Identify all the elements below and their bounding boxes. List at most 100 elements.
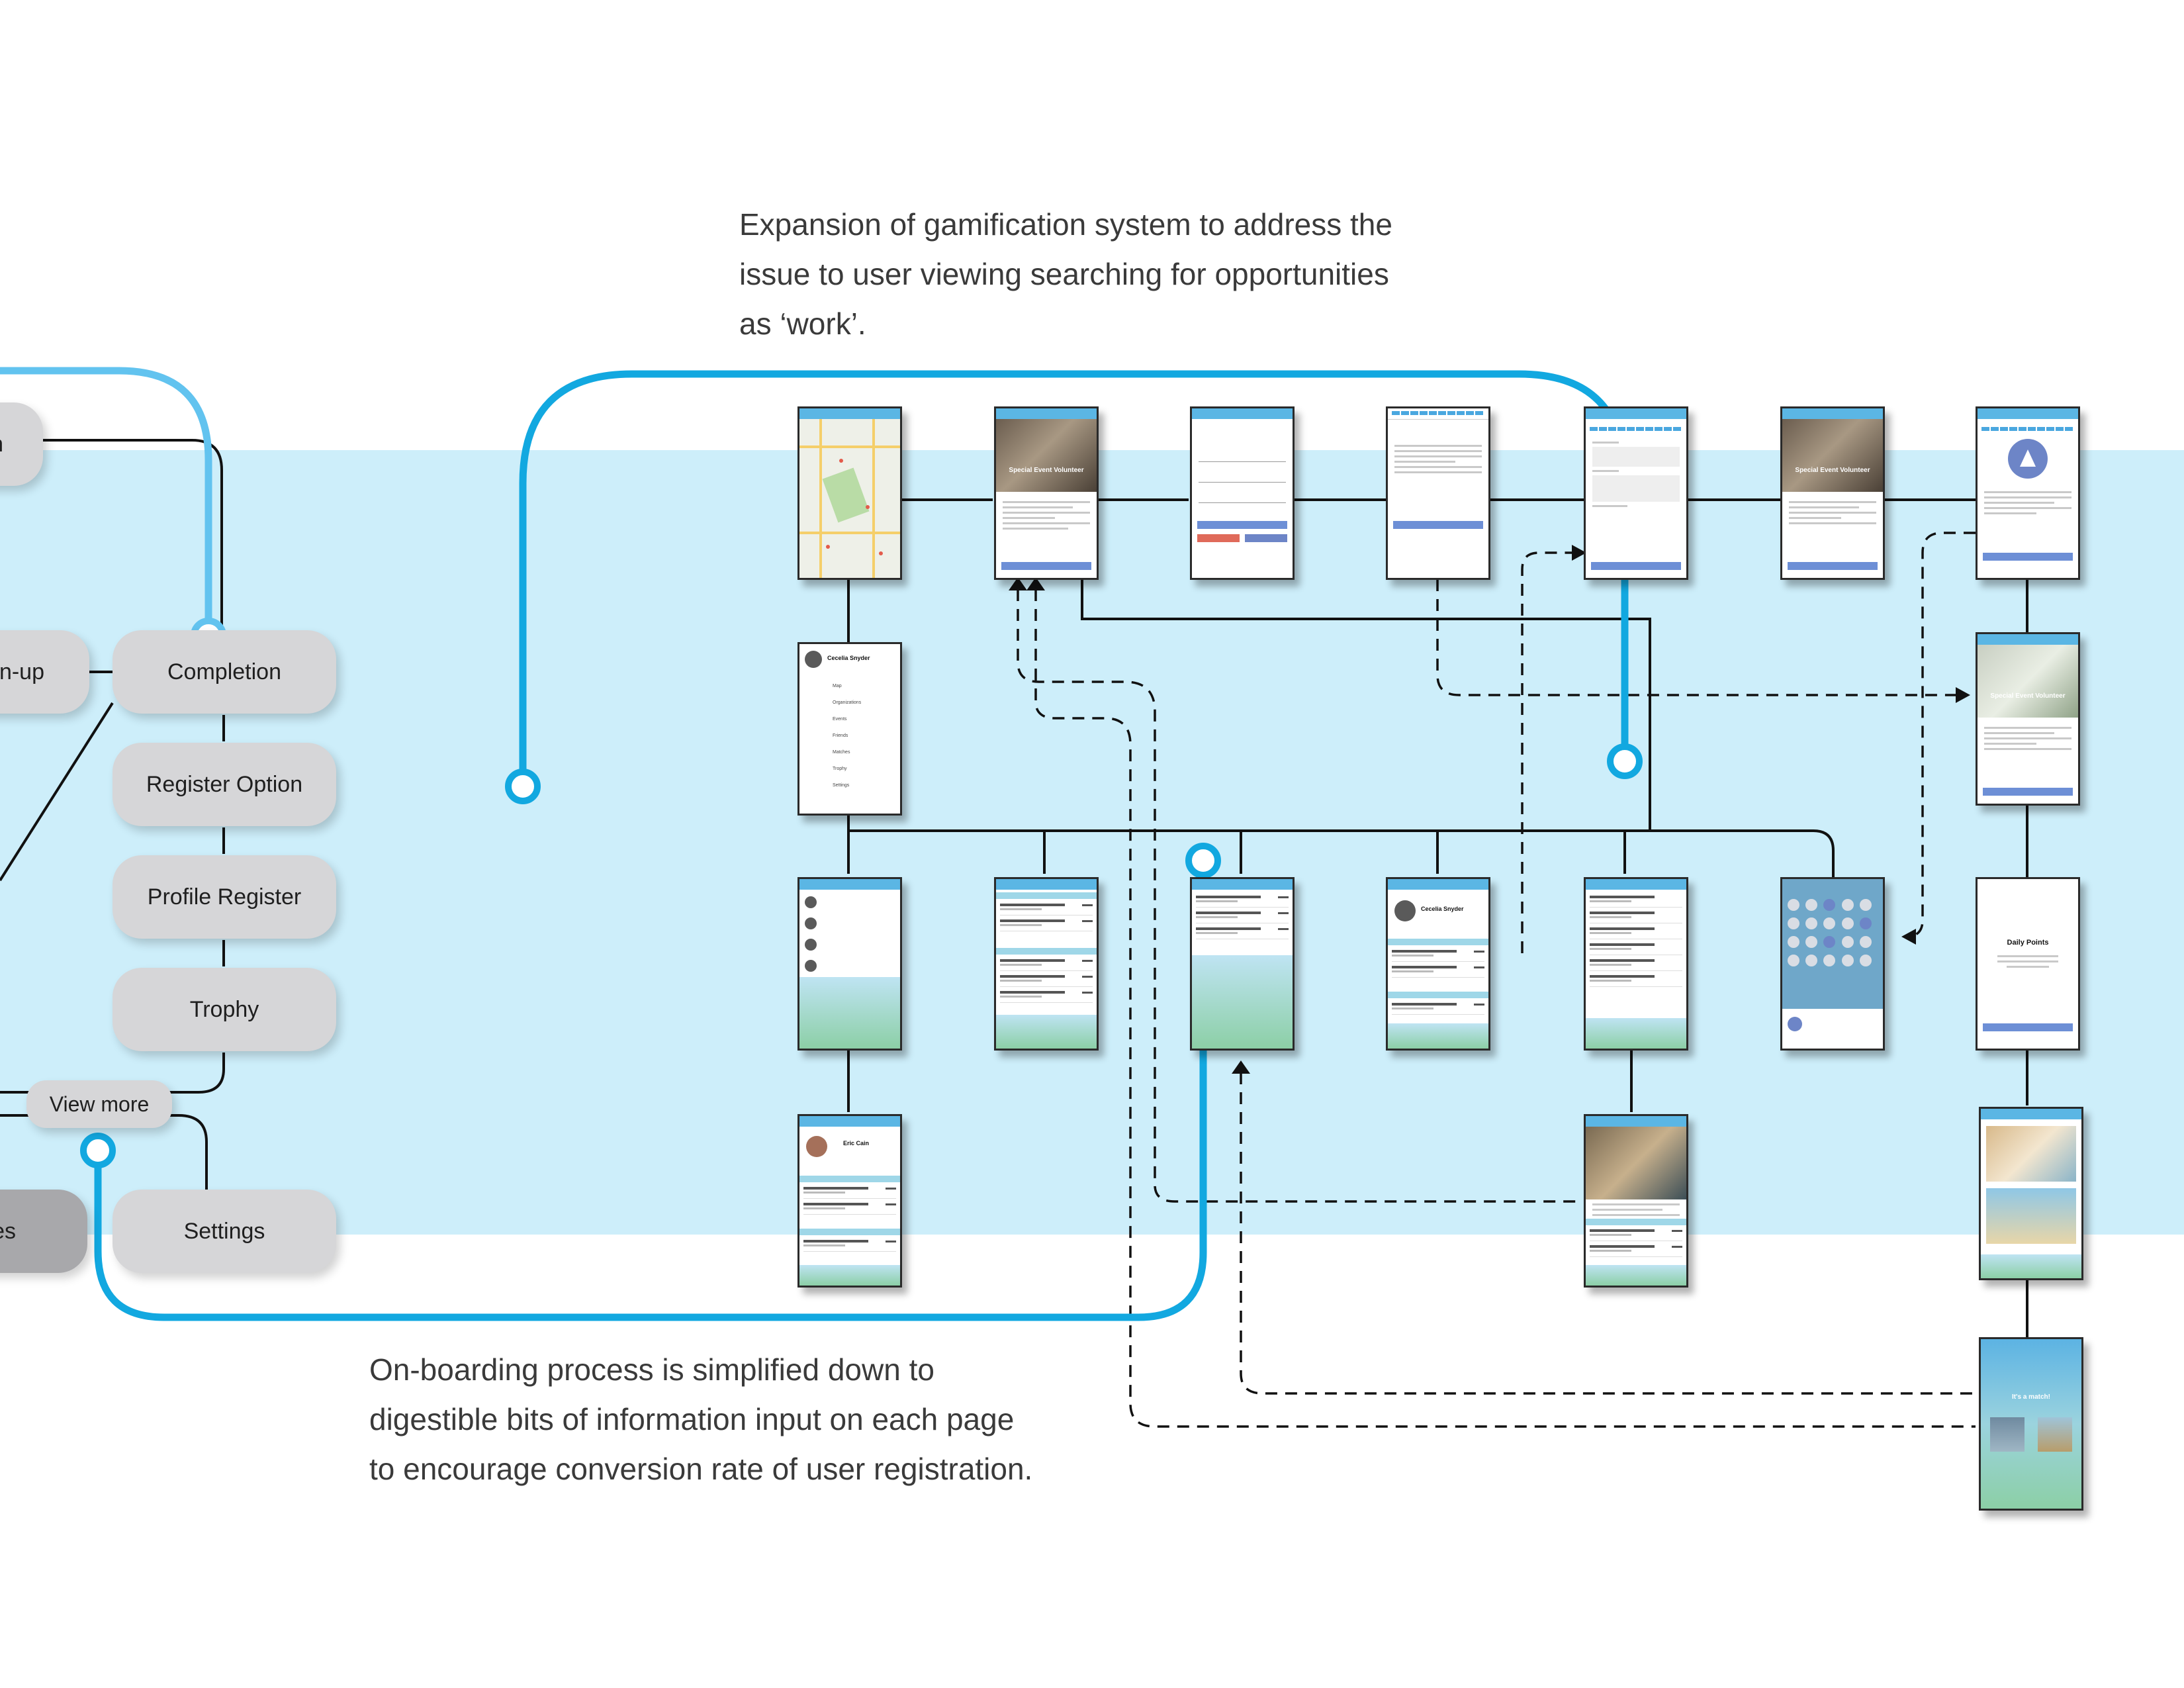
flow-node-signup-partial: n-up: [0, 630, 89, 714]
screen-swipe-cards: [1979, 1107, 2083, 1280]
avatar: [805, 960, 817, 972]
screen-event-photo: Special Event Volunteer: [1976, 632, 2080, 806]
trophy-icon[interactable]: [1823, 936, 1836, 948]
trophy-icon[interactable]: [1823, 917, 1836, 929]
trophy-icon[interactable]: [1788, 899, 1799, 911]
trophy-icon[interactable]: [1859, 955, 1872, 966]
sign-up-button[interactable]: [1197, 521, 1287, 529]
list-item[interactable]: [1590, 894, 1682, 908]
trophy-icon[interactable]: [1859, 917, 1872, 929]
screen-user-profile: Cecelia Snyder: [1386, 877, 1490, 1051]
trophy-icon[interactable]: [1788, 936, 1799, 948]
list-item[interactable]: [1590, 957, 1682, 971]
event-title: Special Event Volunteer: [1795, 467, 1870, 474]
screen-events-list: [994, 877, 1099, 1051]
add-to-calendar-button[interactable]: [1788, 562, 1878, 570]
trophy-icon[interactable]: [1823, 955, 1836, 966]
sign-up-button[interactable]: [1983, 788, 2073, 796]
map-view: [799, 419, 900, 578]
trophy-icon[interactable]: [1788, 917, 1799, 929]
event-card-image[interactable]: [1986, 1126, 2076, 1182]
screen-registration-intro: [1386, 406, 1490, 580]
screen-event-detail-2: Special Event Volunteer: [1780, 406, 1885, 580]
list-item[interactable]: [1392, 948, 1484, 962]
list-item[interactable]: [803, 1238, 896, 1252]
start-button[interactable]: [1983, 1023, 2073, 1031]
trophy-icon[interactable]: [1841, 955, 1854, 966]
screen-friends-list: [797, 877, 902, 1051]
list-item[interactable]: [1392, 964, 1484, 978]
create-profile-button[interactable]: [1393, 521, 1483, 529]
flow-node-completion: Completion: [113, 630, 336, 714]
screen-its-a-match: It's a match!: [1979, 1337, 2083, 1511]
avatar: [805, 939, 817, 951]
list-item[interactable]: [1590, 910, 1682, 923]
screen-event-detail: Special Event Volunteer: [994, 406, 1099, 580]
trophy-icon[interactable]: [1805, 955, 1818, 966]
avatar: [806, 1136, 827, 1157]
screen-matches-list: [1190, 877, 1295, 1051]
flow-node-trophy: Trophy: [113, 968, 336, 1051]
menu-item-map[interactable]: Map: [833, 684, 842, 688]
list-item[interactable]: [1000, 989, 1093, 1003]
match-title: It's a match!: [2012, 1393, 2050, 1401]
sign-up-button[interactable]: [1001, 562, 1091, 570]
list-item[interactable]: [803, 1185, 896, 1199]
trophy-icon[interactable]: [1805, 917, 1818, 929]
menu-item-events[interactable]: Events: [833, 717, 847, 722]
annotation-line: as ‘work’.: [739, 306, 866, 341]
menu-item-matches[interactable]: Matches: [833, 750, 850, 755]
trophy-icon[interactable]: [1859, 936, 1872, 948]
annotation-line: Expansion of gamification system to addr…: [739, 207, 1392, 242]
event-card-image[interactable]: [1986, 1188, 2076, 1244]
list-item[interactable]: [1196, 925, 1289, 939]
menu-item-settings[interactable]: Settings: [833, 783, 850, 788]
list-item[interactable]: [1590, 1243, 1682, 1257]
flow-node-partial-dark: es: [0, 1190, 87, 1273]
start-volunteering-button[interactable]: [1983, 553, 2073, 561]
continue-button[interactable]: [1591, 562, 1681, 570]
list-item[interactable]: [1196, 894, 1289, 908]
daily-points-title: Daily Points: [2007, 939, 2049, 947]
match-photo: [2038, 1417, 2072, 1452]
trophy-icon[interactable]: [1841, 899, 1854, 911]
menu-item-organizations[interactable]: Organizations: [833, 700, 862, 705]
list-item[interactable]: [1000, 902, 1093, 915]
screen-daily-points: Daily Points: [1976, 877, 2080, 1051]
google-button[interactable]: [1197, 534, 1240, 542]
avatar: [1394, 900, 1416, 921]
trophy-icon[interactable]: [1805, 899, 1818, 911]
screen-trophy-grid: [1780, 877, 1885, 1051]
avatar: [805, 896, 817, 908]
screen-side-menu: Cecelia Snyder Map Organizations Events …: [797, 642, 902, 816]
list-item[interactable]: [1590, 925, 1682, 939]
trophy-icon[interactable]: [1859, 899, 1872, 911]
list-item[interactable]: [1196, 910, 1289, 923]
list-item[interactable]: [1000, 917, 1093, 931]
annotation-line: On-boarding process is simplified down t…: [369, 1352, 934, 1387]
menu-item-trophy[interactable]: Trophy: [833, 767, 847, 771]
avatar: [805, 917, 817, 929]
list-item[interactable]: [803, 1201, 896, 1215]
trophy-icon[interactable]: [1788, 955, 1799, 966]
trophy-grid: [1788, 899, 1878, 966]
avatar: [805, 651, 822, 668]
facebook-button[interactable]: [1245, 534, 1287, 542]
gamification-annotation: Expansion of gamification system to addr…: [739, 200, 1392, 349]
screen-organizations-list: [1584, 877, 1688, 1051]
trophy-icon[interactable]: [1805, 936, 1818, 948]
trophy-icon[interactable]: [1823, 899, 1836, 911]
menu-item-friends[interactable]: Friends: [833, 733, 848, 738]
list-item[interactable]: [1000, 973, 1093, 987]
list-item[interactable]: [1000, 957, 1093, 971]
list-item[interactable]: [1590, 941, 1682, 955]
trophy-badge-icon: [2008, 439, 2048, 479]
trophy-icon[interactable]: [1841, 917, 1854, 929]
screen-friend-profile: Eric Cain: [797, 1114, 902, 1288]
list-item[interactable]: [1590, 1227, 1682, 1241]
badge-avatar: [1788, 1017, 1802, 1031]
screen-organization-detail: [1584, 1114, 1688, 1288]
list-item[interactable]: [1590, 973, 1682, 987]
list-item[interactable]: [1392, 1001, 1484, 1015]
trophy-icon[interactable]: [1841, 936, 1854, 948]
